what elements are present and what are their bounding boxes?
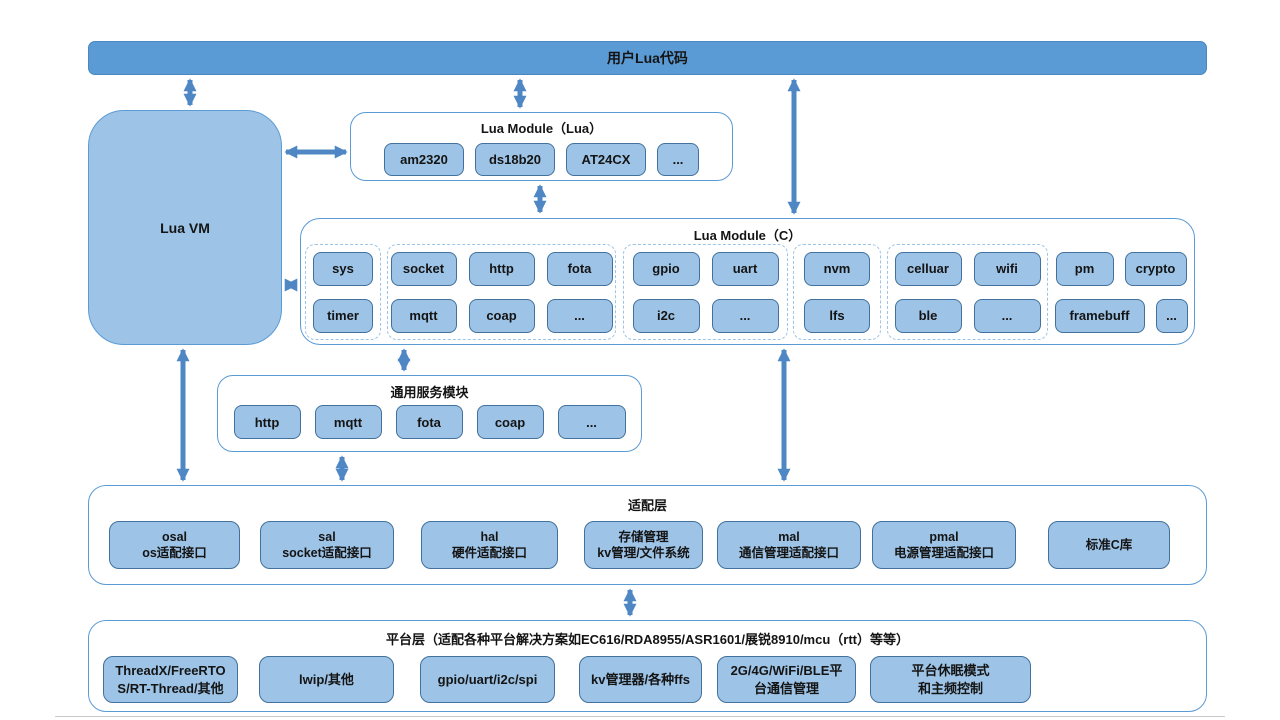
platform-layer-panel: 平台层（适配各种平台解决方案如EC616/RDA8955/ASR1601/展锐8…	[88, 620, 1207, 712]
common-services-chip-row: http mqtt fota coap ...	[218, 405, 641, 439]
platform-item-line2: 台通信管理	[753, 680, 819, 696]
platform-item-line1: lwip/其他	[299, 671, 354, 687]
adapter-layer-panel: 适配层 osal os适配接口 sal socket适配接口 hal 硬件适配接…	[88, 485, 1207, 585]
adapter-item-line2: 硬件适配接口	[451, 546, 527, 560]
adapter-item-hal: hal 硬件适配接口	[421, 521, 558, 569]
adapter-item-line2: 通信管理适配接口	[738, 546, 839, 560]
platform-item-comm: 2G/4G/WiFi/BLE平 台通信管理	[717, 656, 856, 703]
platform-item-sleep: 平台休眠模式 和主频控制	[870, 656, 1031, 703]
chip-gpio: gpio	[632, 251, 700, 286]
chip-socket: socket	[390, 251, 457, 286]
adapter-item-mal: mal 通信管理适配接口	[717, 521, 861, 569]
chip-mqtt: mqtt	[314, 405, 382, 439]
adapter-item-line1: 标准C库	[1085, 537, 1133, 552]
chip-coap: coap	[476, 405, 544, 439]
chip-i2c: i2c	[632, 298, 700, 333]
lua-module-lua-title: Lua Module（Lua）	[480, 121, 603, 136]
chip-ellipsis: ...	[711, 298, 779, 333]
chip-crypto: crypto	[1124, 251, 1187, 286]
platform-item-line1: ThreadX/FreeRTO	[115, 663, 226, 679]
chip-fota: fota	[546, 251, 613, 286]
chip-ellipsis: ...	[1155, 298, 1188, 333]
lua-vm-label: Lua VM	[160, 219, 210, 236]
chip-nvm: nvm	[804, 251, 870, 286]
chip-wifi: wifi	[973, 251, 1041, 286]
chip-lfs: lfs	[804, 298, 870, 333]
module-c-group-storage: nvm lfs	[793, 244, 881, 340]
chip-celluar: celluar	[894, 251, 962, 286]
platform-layer-title: 平台层（适配各种平台解决方案如EC616/RDA8955/ASR1601/展锐8…	[385, 632, 909, 647]
platform-item-line1: 2G/4G/WiFi/BLE平	[730, 663, 843, 679]
lua-module-lua-panel: Lua Module（Lua） am2320 ds18b20 AT24CX ..…	[350, 112, 733, 181]
adapter-item-line2: socket适配接口	[282, 546, 372, 560]
lua-module-c-panel: Lua Module（C） sys timer socket http fota…	[300, 218, 1195, 345]
module-c-group-network: socket http fota mqtt coap ...	[387, 244, 616, 340]
user-lua-code-bar: 用户Lua代码	[88, 41, 1207, 75]
chip-fota: fota	[395, 405, 463, 439]
chip-ds18b20: ds18b20	[475, 143, 555, 176]
chip-http: http	[233, 405, 301, 439]
lua-vm-box: Lua VM	[88, 110, 282, 345]
module-c-group-misc: pm crypto framebuff ...	[1053, 244, 1189, 340]
chip-uart: uart	[711, 251, 779, 286]
chip-ellipsis: ...	[546, 298, 613, 333]
adapter-item-line1: pmal	[929, 529, 959, 544]
common-services-panel: 通用服务模块 http mqtt fota coap ...	[217, 375, 642, 452]
adapter-item-line1: osal	[161, 529, 187, 544]
module-c-group-radio: celluar wifi ble ...	[887, 244, 1048, 340]
adapter-item-line2: kv管理/文件系统	[597, 546, 690, 560]
chip-pm: pm	[1055, 251, 1114, 286]
chip-ellipsis: ...	[973, 298, 1041, 333]
platform-item-lwip: lwip/其他	[259, 656, 394, 703]
adapter-layer-title: 适配层	[627, 498, 667, 513]
chip-framebuff: framebuff	[1054, 298, 1145, 333]
adapter-item-line1: hal	[480, 529, 499, 544]
adapter-item-line1: mal	[778, 529, 800, 544]
chip-at24cx: AT24CX	[566, 143, 646, 176]
platform-item-rtos: ThreadX/FreeRTO S/RT-Thread/其他	[103, 656, 238, 703]
module-c-group-periph: gpio uart i2c ...	[623, 244, 788, 340]
adapter-item-storage: 存储管理 kv管理/文件系统	[584, 521, 703, 569]
page-bottom-divider	[55, 716, 1225, 717]
chip-ellipsis: ...	[657, 143, 699, 176]
chip-sys: sys	[313, 251, 373, 286]
lua-module-c-title: Lua Module（C）	[693, 228, 802, 243]
adapter-item-line1: sal	[318, 529, 336, 544]
user-lua-code-label: 用户Lua代码	[607, 50, 688, 66]
adapter-item-pmal: pmal 电源管理适配接口	[872, 521, 1016, 569]
adapter-item-line2: os适配接口	[142, 546, 207, 560]
chip-http: http	[468, 251, 535, 286]
adapter-item-line2: 电源管理适配接口	[893, 546, 994, 560]
platform-item-line1: 平台休眠模式	[911, 663, 990, 679]
adapter-item-osal: osal os适配接口	[109, 521, 240, 569]
platform-item-kv: kv管理器/各种ffs	[579, 656, 702, 703]
adapter-item-stdc: 标准C库	[1048, 521, 1170, 569]
chip-ellipsis: ...	[557, 405, 626, 439]
lua-module-lua-chip-row: am2320 ds18b20 AT24CX ...	[351, 143, 732, 176]
adapter-item-line1: 存储管理	[618, 529, 669, 544]
chip-timer: timer	[313, 298, 373, 333]
platform-item-periph: gpio/uart/i2c/spi	[420, 656, 555, 703]
platform-item-line1: kv管理器/各种ffs	[591, 671, 690, 687]
platform-item-line2: S/RT-Thread/其他	[117, 680, 224, 696]
chip-am2320: am2320	[384, 143, 464, 176]
chip-ble: ble	[894, 298, 962, 333]
chip-coap: coap	[468, 298, 535, 333]
module-c-group-sys: sys timer	[305, 244, 381, 340]
chip-mqtt: mqtt	[390, 298, 457, 333]
platform-item-line1: gpio/uart/i2c/spi	[437, 671, 538, 687]
adapter-item-sal: sal socket适配接口	[260, 521, 394, 569]
platform-item-line2: 和主频控制	[917, 680, 983, 696]
common-services-title: 通用服务模块	[390, 385, 469, 400]
